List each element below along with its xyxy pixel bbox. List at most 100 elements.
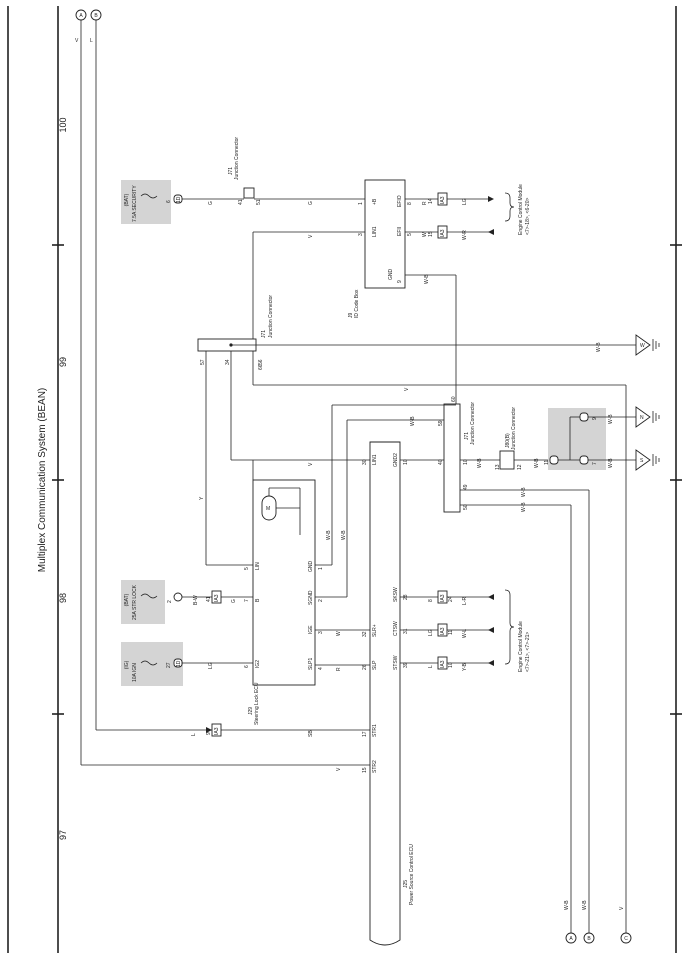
sl-p1: 1 (318, 567, 324, 570)
j71b-pin57: 57 (200, 359, 206, 365)
j71a-name: Junction Connector (234, 137, 240, 180)
conn-id-7 (579, 455, 589, 465)
ecm-top-name: Engine Control Module (518, 184, 524, 235)
wire-bw-label: B-W (193, 595, 199, 605)
fuse-icon-2 (140, 593, 158, 599)
wire-lr-label: L-R (462, 597, 468, 605)
wire-wb-label-2: W-B (596, 342, 602, 352)
gnd-pin11: 11 (544, 460, 550, 465)
wire-yb-label: Y-B (462, 662, 468, 671)
wire-wb-label-7: W-B (534, 458, 540, 468)
fuse-ign-power: (IG) (124, 660, 130, 669)
sl-p2: 2 (318, 599, 324, 602)
j71b-pin34: 34 (225, 359, 231, 365)
conn-id-9 (579, 412, 589, 422)
fuse-ign-name: 10A IGN (132, 663, 138, 682)
j80-pin13: 13 (495, 464, 501, 470)
page-number-100: 100 (58, 117, 68, 132)
gnd-pin7: 7 (592, 462, 598, 465)
wire-v-label-5: V (336, 767, 342, 771)
ground-s-label: S (640, 458, 644, 464)
conn-41-label: 41 (206, 596, 212, 602)
wire-lg-label-2: LG (208, 662, 214, 669)
fuse-ign-pin: 27 (166, 662, 172, 668)
junction-dot (229, 343, 233, 347)
arrow-right-icon (488, 196, 494, 202)
j71a-pin-out: 51 (256, 199, 262, 205)
fuse-security-box (121, 180, 171, 224)
wire-l-label-3: L (428, 665, 434, 668)
fuse-strlock-box (121, 580, 165, 624)
ground-w-icon (635, 334, 651, 356)
sl-slp1: SLP1 (308, 658, 314, 670)
ps-gnd2: GND2 (393, 453, 399, 467)
wire-r-label: R (336, 667, 342, 671)
wire-v-label: V (75, 38, 79, 44)
ecm-top-refs: <7>-18>, <6-20> (525, 198, 531, 235)
conn-9-label: 9 (206, 732, 212, 735)
sl-ige: IGE (308, 625, 314, 634)
sl-sgnd: SGND (308, 590, 314, 605)
wire-wb-label-9: W-B (608, 458, 614, 468)
idbox-id: J9 (348, 313, 354, 319)
wire-lg-label-3: LG (428, 629, 434, 636)
wire-v-c: V (619, 906, 625, 910)
fuse-strlock-power: (BAT) (124, 593, 130, 606)
j71c-pin50: 50 (463, 504, 469, 510)
idbox-p8: 8 (407, 202, 413, 205)
j71c-pin60: 60 (451, 396, 457, 402)
wire-wb-label-10: W-B (326, 530, 332, 540)
conn-id-11 (549, 455, 559, 465)
ps-p31: 31 (403, 628, 409, 634)
ps-str2: STR2 (372, 760, 378, 773)
ref-c-bottom-label: C (624, 936, 628, 942)
wire-v-label-2: V (308, 234, 314, 238)
sl-p4: 4 (318, 667, 324, 670)
wire-v-label-3: V (308, 462, 314, 466)
wire-wb-label-3: W-B (410, 416, 416, 426)
conn-15-label: 15 (428, 231, 434, 237)
wire-w-label-1: W (422, 232, 428, 237)
sl-p3: 3 (318, 631, 324, 634)
fuse-strlock-pin: 2 (167, 600, 173, 603)
j71c-pin10: 10 (463, 459, 469, 465)
ps-slp: SLP (372, 660, 378, 670)
j71a-id: J71 (228, 167, 234, 175)
wire-g-label-2: G (308, 201, 314, 205)
arrow-icon-str1 (206, 727, 212, 733)
j71c-name: Junction Connector (470, 402, 476, 445)
idbox-p9: 9 (397, 280, 403, 283)
idbox-name: ID Code Box (354, 289, 360, 318)
conn-1d-a-label: 1D (176, 196, 182, 203)
gnd-pin9: 9 (592, 417, 598, 420)
j71a-pin-in: 41 (238, 199, 244, 205)
diagram-title: Multiplex Communication System (BEAN) (37, 388, 48, 573)
power-source-ecu (369, 441, 401, 946)
sl-gnd: GND (308, 561, 314, 573)
ps-p15: 15 (362, 767, 368, 773)
wire-r-label-efio: R (422, 201, 428, 205)
fuse-ign-box (121, 642, 183, 686)
fuse-security-power: (BAT) (124, 193, 130, 206)
ecm-bottom-refs: <7>-21>, <7>-21> (525, 632, 531, 672)
conn-ia3-24-label: IA3 (440, 594, 446, 602)
ecm-bottom-name: Engine Control Module (518, 621, 524, 672)
wire-wb-label-1: W-B (424, 274, 430, 284)
idbox-pin1: 1 (358, 202, 364, 205)
wire-wb-label-5: W-B (521, 487, 527, 497)
conn-ia3-41-label: IA3 (214, 594, 220, 602)
wire-y-label: Y (199, 496, 205, 500)
ps-name: Power Source Control ECU (409, 844, 415, 905)
conn-ia3-11-label: IA3 (440, 627, 446, 635)
wire-wb-label-11: W-B (341, 530, 347, 540)
wire-wb-b: W-B (582, 900, 588, 910)
wire-g-label-3: G (231, 599, 237, 603)
idbox-plusb: +B (372, 198, 378, 205)
conn-1d-b-label: 1D (176, 660, 182, 667)
wire-wb-label-8: W-B (608, 414, 614, 424)
sl-lin: LIN (255, 562, 261, 570)
wire-l-label: L (90, 38, 93, 44)
ps-p39: 39 (403, 662, 409, 668)
conn-ia3-15-label: IA3 (440, 229, 446, 237)
